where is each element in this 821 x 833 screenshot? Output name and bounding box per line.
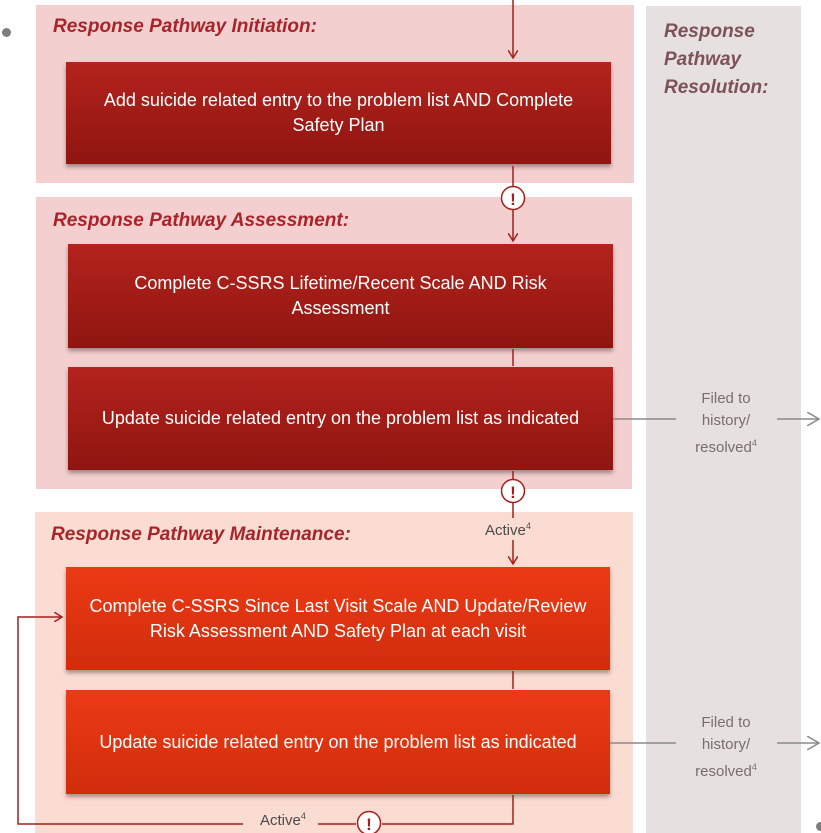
assessment-step-cssrs: Complete C-SSRS Lifetime/Recent Scale AN… bbox=[68, 244, 613, 348]
maintenance-title: Response Pathway Maintenance: bbox=[51, 524, 351, 545]
maintenance-step-update-entry: Update suicide related entry on the prob… bbox=[66, 690, 610, 794]
svg-text:!: ! bbox=[366, 815, 372, 833]
assessment-filed-label: Filed to history/ resolved4 bbox=[695, 390, 757, 456]
loop-back-line bbox=[382, 795, 514, 825]
bullet-dot bbox=[816, 822, 821, 831]
svg-text:!: ! bbox=[510, 483, 516, 502]
maintenance-step-cssrs: Complete C-SSRS Since Last Visit Scale A… bbox=[66, 567, 610, 670]
assessment-title: Response Pathway Assessment: bbox=[53, 210, 350, 231]
alert-icon: ! bbox=[500, 478, 526, 504]
svg-text:!: ! bbox=[510, 190, 516, 209]
loop-active-label: Active4 bbox=[260, 811, 306, 829]
bullet-dot bbox=[2, 28, 11, 37]
initiation-title: Response Pathway Initiation: bbox=[53, 16, 317, 37]
alert-icon: ! bbox=[500, 185, 526, 211]
maintenance-active-label: Active4 bbox=[485, 521, 531, 539]
maintenance-filed-label: Filed to history/ resolved4 bbox=[695, 714, 757, 780]
initiation-step-add-entry: Add suicide related entry to the problem… bbox=[66, 62, 611, 164]
alert-icon: ! bbox=[356, 810, 382, 833]
assessment-step-update-entry: Update suicide related entry on the prob… bbox=[68, 367, 613, 470]
loop-back-arrow bbox=[17, 617, 243, 825]
resolution-title: Response Pathway Resolution: bbox=[664, 21, 769, 98]
